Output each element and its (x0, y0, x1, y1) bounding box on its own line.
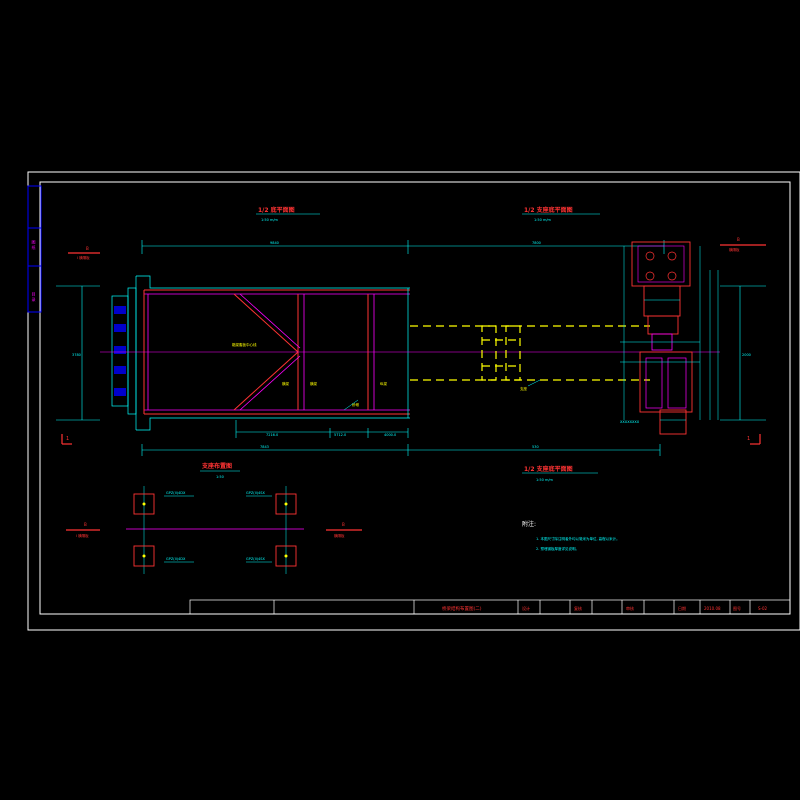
section-mark-top-left: B I 横隔板 (68, 246, 100, 260)
dim-left-height: 3780 (72, 353, 81, 357)
dim-top-right: 7800 (532, 241, 541, 245)
support-section-mark-right: B 横隔板 (326, 522, 362, 538)
right-view-title: 1/2 支座底平面图 (524, 206, 573, 214)
title-block-date-value: 2010.08 (704, 606, 721, 611)
left-height-dimension (56, 285, 100, 421)
label-longitudinal: 纵梁 (380, 381, 388, 386)
support-pad-tl (133, 493, 155, 515)
lower-right-view-title: 1/2 支座底平面图 (524, 465, 573, 473)
right-pier-detail (620, 241, 719, 435)
side-strip: 图 纸 目 录 (27, 185, 42, 313)
support-label-br: GPZ(II)4SX (246, 557, 265, 561)
notes-line-1: 1. 本图尺寸除注明者外均以毫米为单位, 高程以米计。 (536, 536, 620, 541)
svg-text:1: 1 (66, 436, 69, 442)
label-pier: 桥墩 (352, 402, 360, 407)
section-mark-left: 1 (61, 434, 72, 445)
section-mark-right: 1 (747, 434, 761, 445)
support-label-tr: GPZ(II)4SX (246, 491, 265, 495)
svg-text:1: 1 (747, 436, 750, 442)
left-view-scale: 1:50 m/m (261, 218, 279, 222)
support-layout (126, 486, 304, 574)
svg-text:横隔板: 横隔板 (729, 247, 740, 252)
svg-text:B: B (737, 237, 740, 242)
title-block (189, 599, 791, 615)
dim-top-left: 9840 (270, 241, 279, 245)
title-block-date-label: 日期 (678, 605, 686, 611)
dim-bottom-overall-left: 7843 (260, 445, 269, 449)
support-pad-tr (275, 493, 297, 515)
title-block-review: 审核 (626, 605, 634, 611)
left-view-title: 1/2 底平面图 (258, 206, 295, 214)
svg-text:I 横隔板: I 横隔板 (77, 255, 90, 260)
centerline-label: 箱梁腹板中心线 (232, 342, 257, 347)
title-block-design: 设计 (522, 605, 530, 611)
svg-text:B: B (86, 246, 89, 251)
notes-line-2: 2. 预埋钢板厚度详见说明。 (536, 546, 579, 551)
support-pad-br (275, 545, 297, 567)
label-cross-beam-b: 横梁 (310, 381, 318, 386)
girder-frame (135, 275, 410, 431)
support-pad-bl (133, 545, 155, 567)
svg-text:横隔板: 横隔板 (334, 533, 345, 538)
svg-text:I 横隔板: I 横隔板 (76, 533, 89, 538)
label-cross-beam-a: 横梁 (282, 381, 290, 386)
right-view-scale: 1:50 m/m (534, 218, 552, 222)
dim-bottom-overall-right: 530 (532, 445, 539, 449)
section-mark-top-right: B 横隔板 (720, 237, 766, 252)
support-label-tl: GPZ(II)4DX (166, 491, 186, 495)
notes-title: 附注: (522, 520, 536, 528)
right-height-dimension (720, 285, 766, 421)
title-block-check: 复核 (574, 605, 582, 611)
title-block-sheet-value: S-02 (758, 606, 768, 611)
side-strip-lower: 目 录 (32, 292, 37, 302)
support-view-title: 支座布置图 (201, 462, 232, 470)
lower-right-view-scale: 1:50 m/m (536, 478, 554, 482)
support-view-scale: 1:50 (216, 475, 224, 479)
right-corner-label: XXXXXXXX (620, 420, 640, 424)
bottom-dimension-line (141, 420, 661, 456)
dim-right-height: 2000 (742, 353, 751, 357)
title-block-drawing-name: 桥梁结构布置图(二) (442, 605, 482, 612)
label-bearing: 支座 (520, 386, 528, 391)
support-section-mark-left: B I 横隔板 (66, 522, 100, 538)
svg-text:B: B (84, 522, 87, 527)
dim-bottom-a: 7216.0 (266, 433, 278, 437)
support-label-bl: GPZ(II)4DX (166, 557, 186, 561)
dim-bottom-b: 5712.0 (334, 433, 346, 437)
title-block-sheet-label: 图号 (733, 605, 741, 611)
outer-frame (27, 171, 800, 631)
dashed-continuation (410, 325, 650, 381)
side-strip-upper: 图 纸 (32, 239, 37, 250)
dim-bottom-c: 4000.0 (384, 433, 396, 437)
svg-text:B: B (342, 522, 345, 527)
